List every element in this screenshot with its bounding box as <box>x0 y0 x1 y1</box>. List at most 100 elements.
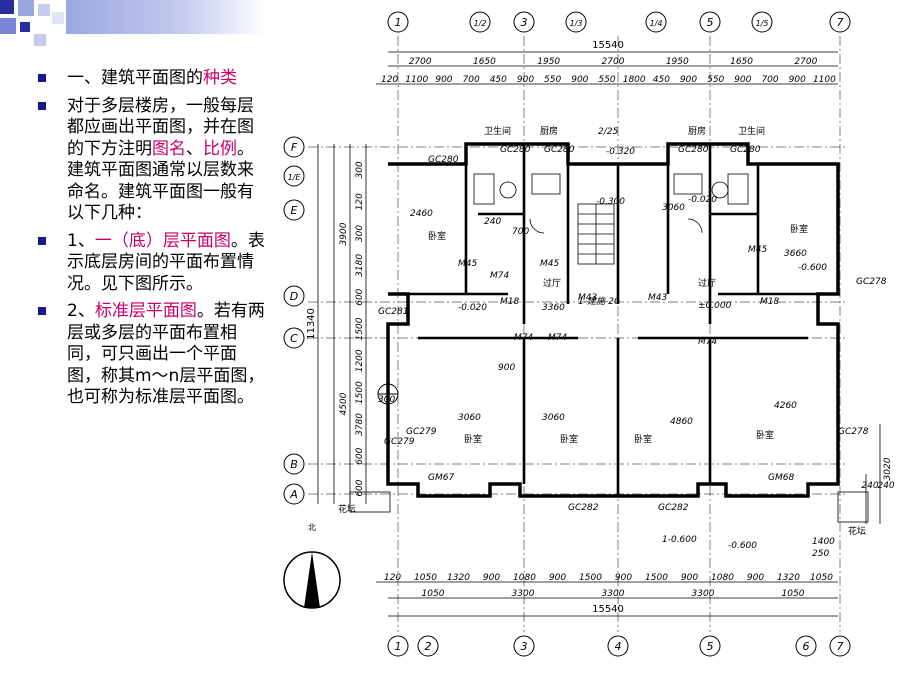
room-bedroom-5: 卧室 <box>634 433 652 445</box>
dim-label-left-sub: 3900 <box>339 222 349 245</box>
dim-label: 1050 <box>810 573 833 583</box>
dim-label: 900 <box>789 75 806 85</box>
highlight-text: 比例 <box>203 138 237 159</box>
axis-left-0: F <box>283 136 305 158</box>
axis-top-2: 3 <box>513 11 535 33</box>
plan-annotation: M45 <box>458 259 477 269</box>
axis-left-5: B <box>283 453 305 475</box>
plan-annotation: 3360 <box>542 303 565 313</box>
dim-label-left-sub: 4500 <box>339 392 349 415</box>
axis-left-2: E <box>283 199 305 221</box>
axis-top-6: 1/5 <box>751 11 773 33</box>
svg-text:3: 3 <box>521 16 528 29</box>
axis-bottom-4: 5 <box>699 635 721 657</box>
svg-text:E: E <box>291 204 298 217</box>
flowerbed-left: 花坛 <box>338 503 356 515</box>
bullet-square-icon <box>38 101 46 110</box>
bullet-square-icon <box>38 74 46 82</box>
dim-label: 900 <box>681 573 698 583</box>
plan-annotation: 1-0.600 <box>662 535 697 545</box>
dim-label: 1500 <box>579 573 602 583</box>
plan-annotation: GC279 <box>384 437 415 447</box>
highlight-text: 种类 <box>203 68 237 88</box>
bottom-axis-markers: 1 2 3 4 5 6 7 <box>387 635 851 657</box>
svg-text:4: 4 <box>615 640 622 653</box>
slide-text: 一、建筑平面图的种类对于多层楼房，一般每层都应画出平面图，并在图的下方注明图名、… <box>36 68 268 415</box>
north-label: 北 <box>308 523 316 532</box>
overall-width-bottom: 15540 <box>592 604 624 615</box>
plan-annotation: GC282 <box>658 503 689 513</box>
plan-annotation: -0.300 <box>596 197 625 207</box>
axis-top-5: 5 <box>699 11 721 33</box>
axis-top-1: 1/2 <box>469 11 491 33</box>
dim-label-left: 600 <box>355 447 365 464</box>
dim-label: 900 <box>435 75 452 85</box>
svg-text:D: D <box>290 290 298 303</box>
svg-text:1: 1 <box>395 16 402 29</box>
axis-top-7: 7 <box>829 11 851 33</box>
dim-label: 3300 <box>602 589 625 599</box>
dim-label: 450 <box>490 75 507 85</box>
room-hall-2: 过厅 <box>698 277 716 289</box>
svg-text:1/4: 1/4 <box>650 19 663 28</box>
bullet-item: 2、标准层平面图。若有两层或多层的平面布置相同，可只画出一个平面图，称其m～n层… <box>36 301 268 409</box>
dim-label: 1050 <box>422 589 445 599</box>
room-bedroom-3: 卧室 <box>464 433 482 445</box>
plan-annotation: ±0.000 <box>698 301 732 311</box>
bullet-text: 、 <box>186 138 203 159</box>
plan-annotation: 700 <box>512 227 529 237</box>
dim-label: 1650 <box>473 57 496 67</box>
dim-label-left: 600 <box>355 479 365 496</box>
plan-annotation: 1400 <box>812 537 835 547</box>
room-kitchen-1: 厨房 <box>540 125 558 137</box>
bullet-text: 。建筑平面图通常以层数来命名。建筑平面图一般有以下几种： <box>67 138 254 224</box>
dim-label: 3300 <box>512 589 535 599</box>
svg-text:F: F <box>291 141 298 154</box>
plan-annotation: 4260 <box>774 401 797 411</box>
dim-label: 2700 <box>602 57 625 67</box>
plan-annotation: M74 <box>548 333 567 343</box>
dim-label: 2700 <box>794 57 817 67</box>
plan-annotation: 250 <box>812 549 829 559</box>
axis-bottom-2: 3 <box>513 635 535 657</box>
plan-annotation: GC278 <box>856 277 887 287</box>
plan-annotation: M43 <box>578 293 597 303</box>
dim-label: 3300 <box>692 589 715 599</box>
bullet-text: 。表示底层房间的平面布置情况。见下图所示。 <box>67 230 265 294</box>
svg-text:7: 7 <box>837 640 844 653</box>
plan-annotation: GC280 <box>730 145 761 155</box>
plan-annotation: M45 <box>540 259 559 269</box>
plan-annotation: GC281 <box>378 307 408 317</box>
plan-annotation: M43 <box>648 293 667 303</box>
svg-text:5: 5 <box>707 16 714 29</box>
room-hall-1: 过厅 <box>543 277 561 289</box>
bullet-text: 2、 <box>67 301 95 321</box>
plan-annotation: 4860 <box>670 417 693 427</box>
bullet-item: 一、建筑平面图的种类 <box>36 68 268 90</box>
axis-top-4: 1/4 <box>645 11 667 33</box>
axis-bottom-0: 1 <box>387 635 409 657</box>
dim-label: 550 <box>707 75 724 85</box>
axis-bottom-3: 4 <box>607 635 629 657</box>
plan-annotation: GC280 <box>500 145 531 155</box>
svg-text:2: 2 <box>425 640 432 653</box>
plan-annotation: M74 <box>490 271 509 281</box>
dim-label: 1950 <box>666 57 689 67</box>
svg-text:3: 3 <box>521 640 528 653</box>
axis-top-3: 1/3 <box>565 11 587 33</box>
dim-label: 1080 <box>711 573 734 583</box>
axis-bottom-5: 6 <box>795 635 817 657</box>
top-axis-markers: 1 1/2 3 1/3 1/4 5 1/5 7 <box>387 11 851 33</box>
dim-label: 900 <box>734 75 751 85</box>
dim-label: 900 <box>549 573 566 583</box>
dim-label: 1080 <box>513 573 536 583</box>
room-bedroom-2: 卧室 <box>790 223 808 235</box>
plan-annotation: -0.020 <box>688 195 717 205</box>
plan-annotation: GC280 <box>544 145 575 155</box>
dim-label: 700 <box>463 75 480 85</box>
bullet-square-icon <box>38 307 46 315</box>
dim-label-right: 240 <box>877 481 894 491</box>
plan-annotation: M18 <box>760 297 779 307</box>
decorative-squares <box>0 0 270 50</box>
